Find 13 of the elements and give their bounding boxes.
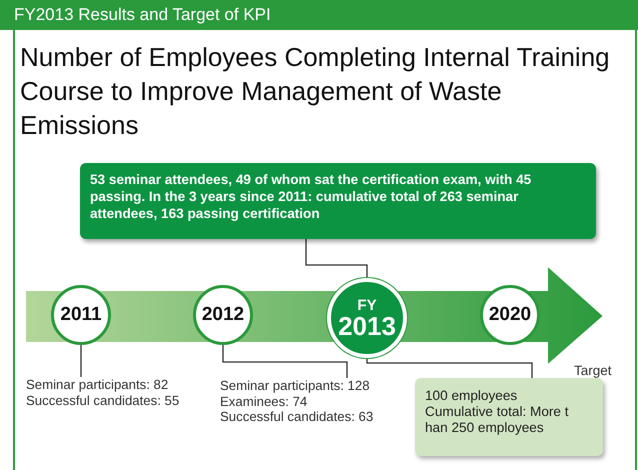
target-box: 100 employees Cumulative total: More t han 250 employees: [415, 378, 603, 456]
summary-callout: 53 seminar attendees, 49 of whom sat the certification exam, with 45 passing. In the 3 years since 2011: cumulative total of 263 seminar attendees, 163 passing certification: [80, 163, 596, 239]
result-note: Seminar participants: 128 Examinees: 74 Successful candidates: 63: [220, 378, 410, 438]
connector-line: [366, 358, 533, 378]
connector-line: [222, 345, 348, 378]
target-label: Target: [574, 363, 612, 378]
connector-line: [305, 239, 368, 278]
result-note: Seminar participants: 82 Successful candidates: 55: [26, 377, 216, 417]
timeline-arrow: [25, 265, 605, 367]
header-band: FY2013 Results and Target of KPI: [0, 0, 638, 30]
connector-line: [80, 345, 82, 377]
current-year-circle: FY 2013: [327, 278, 407, 358]
diagram-title: Number of Employees Completing Internal Training Course to Improve Management of Waste Emissions: [20, 41, 611, 142]
